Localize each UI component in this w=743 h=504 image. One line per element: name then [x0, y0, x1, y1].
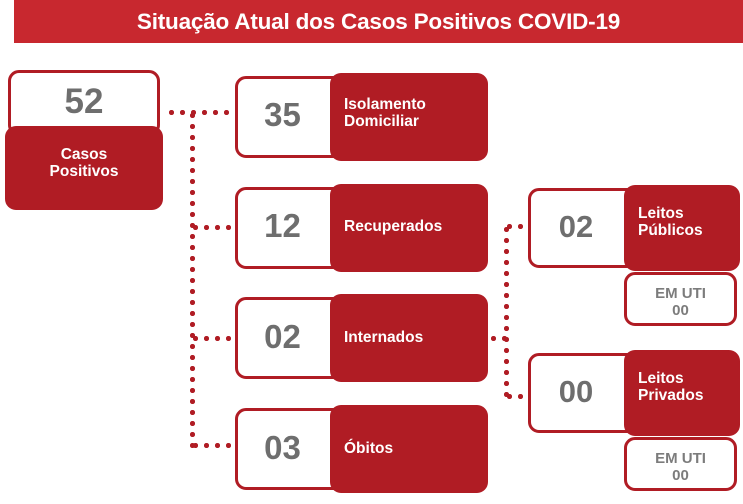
connector-beds-trunk: [504, 224, 509, 399]
card-casos-positivos-label: Casos Positivos: [49, 146, 119, 181]
card-leitos-publicos-uti: [624, 272, 737, 326]
page-title: Situação Atual dos Casos Positivos COVID…: [136, 8, 621, 34]
connector-vertical-trunk: [190, 110, 195, 448]
card-leitos-publicos-label: Leitos Públicos: [638, 205, 703, 240]
card-recuperados-banner: [330, 184, 488, 272]
card-obitos-banner: [330, 405, 488, 493]
connector-total-to-branch: [166, 110, 238, 115]
connector-branch-internados: [190, 336, 238, 341]
card-leitos-privados-label: Leitos Privados: [638, 370, 704, 405]
connector-branch-recuperados: [190, 225, 238, 230]
card-isolamento-domiciliar-value: 35: [264, 96, 301, 133]
card-leitos-privados-value: 00: [558, 374, 594, 409]
card-obitos-label: Óbitos: [344, 440, 394, 457]
title-banner: Situação Atual dos Casos Positivos COVID…: [14, 0, 743, 43]
connector-branch-leitos-publicos: [504, 224, 532, 229]
card-internados-value: 02: [264, 318, 301, 355]
card-casos-positivos-value: 52: [64, 82, 104, 121]
card-isolamento-domiciliar-label: Isolamento Domiciliar: [344, 96, 426, 131]
card-recuperados-value: 12: [264, 207, 301, 244]
card-casos-positivos-banner: [5, 126, 163, 210]
card-recuperados-label: Recuperados: [344, 218, 443, 235]
card-leitos-publicos-value: 02: [558, 209, 594, 244]
card-internados-label: Internados: [344, 329, 424, 346]
card-leitos-publicos-banner: [624, 185, 740, 271]
connector-internados-to-beds: [488, 336, 510, 341]
connector-branch-leitos-privados: [504, 394, 532, 399]
card-leitos-publicos-uti-text: EM UTI 00: [655, 285, 706, 320]
card-internados-banner: [330, 294, 488, 382]
card-leitos-privados-banner: [624, 350, 740, 436]
card-obitos-value: 03: [264, 429, 301, 466]
card-casos-positivos: [8, 70, 160, 136]
card-leitos-privados-uti-text: EM UTI 00: [655, 450, 706, 485]
connector-branch-obitos: [190, 443, 238, 448]
card-isolamento-domiciliar-banner: [330, 73, 488, 161]
card-leitos-privados-uti: [624, 437, 737, 491]
